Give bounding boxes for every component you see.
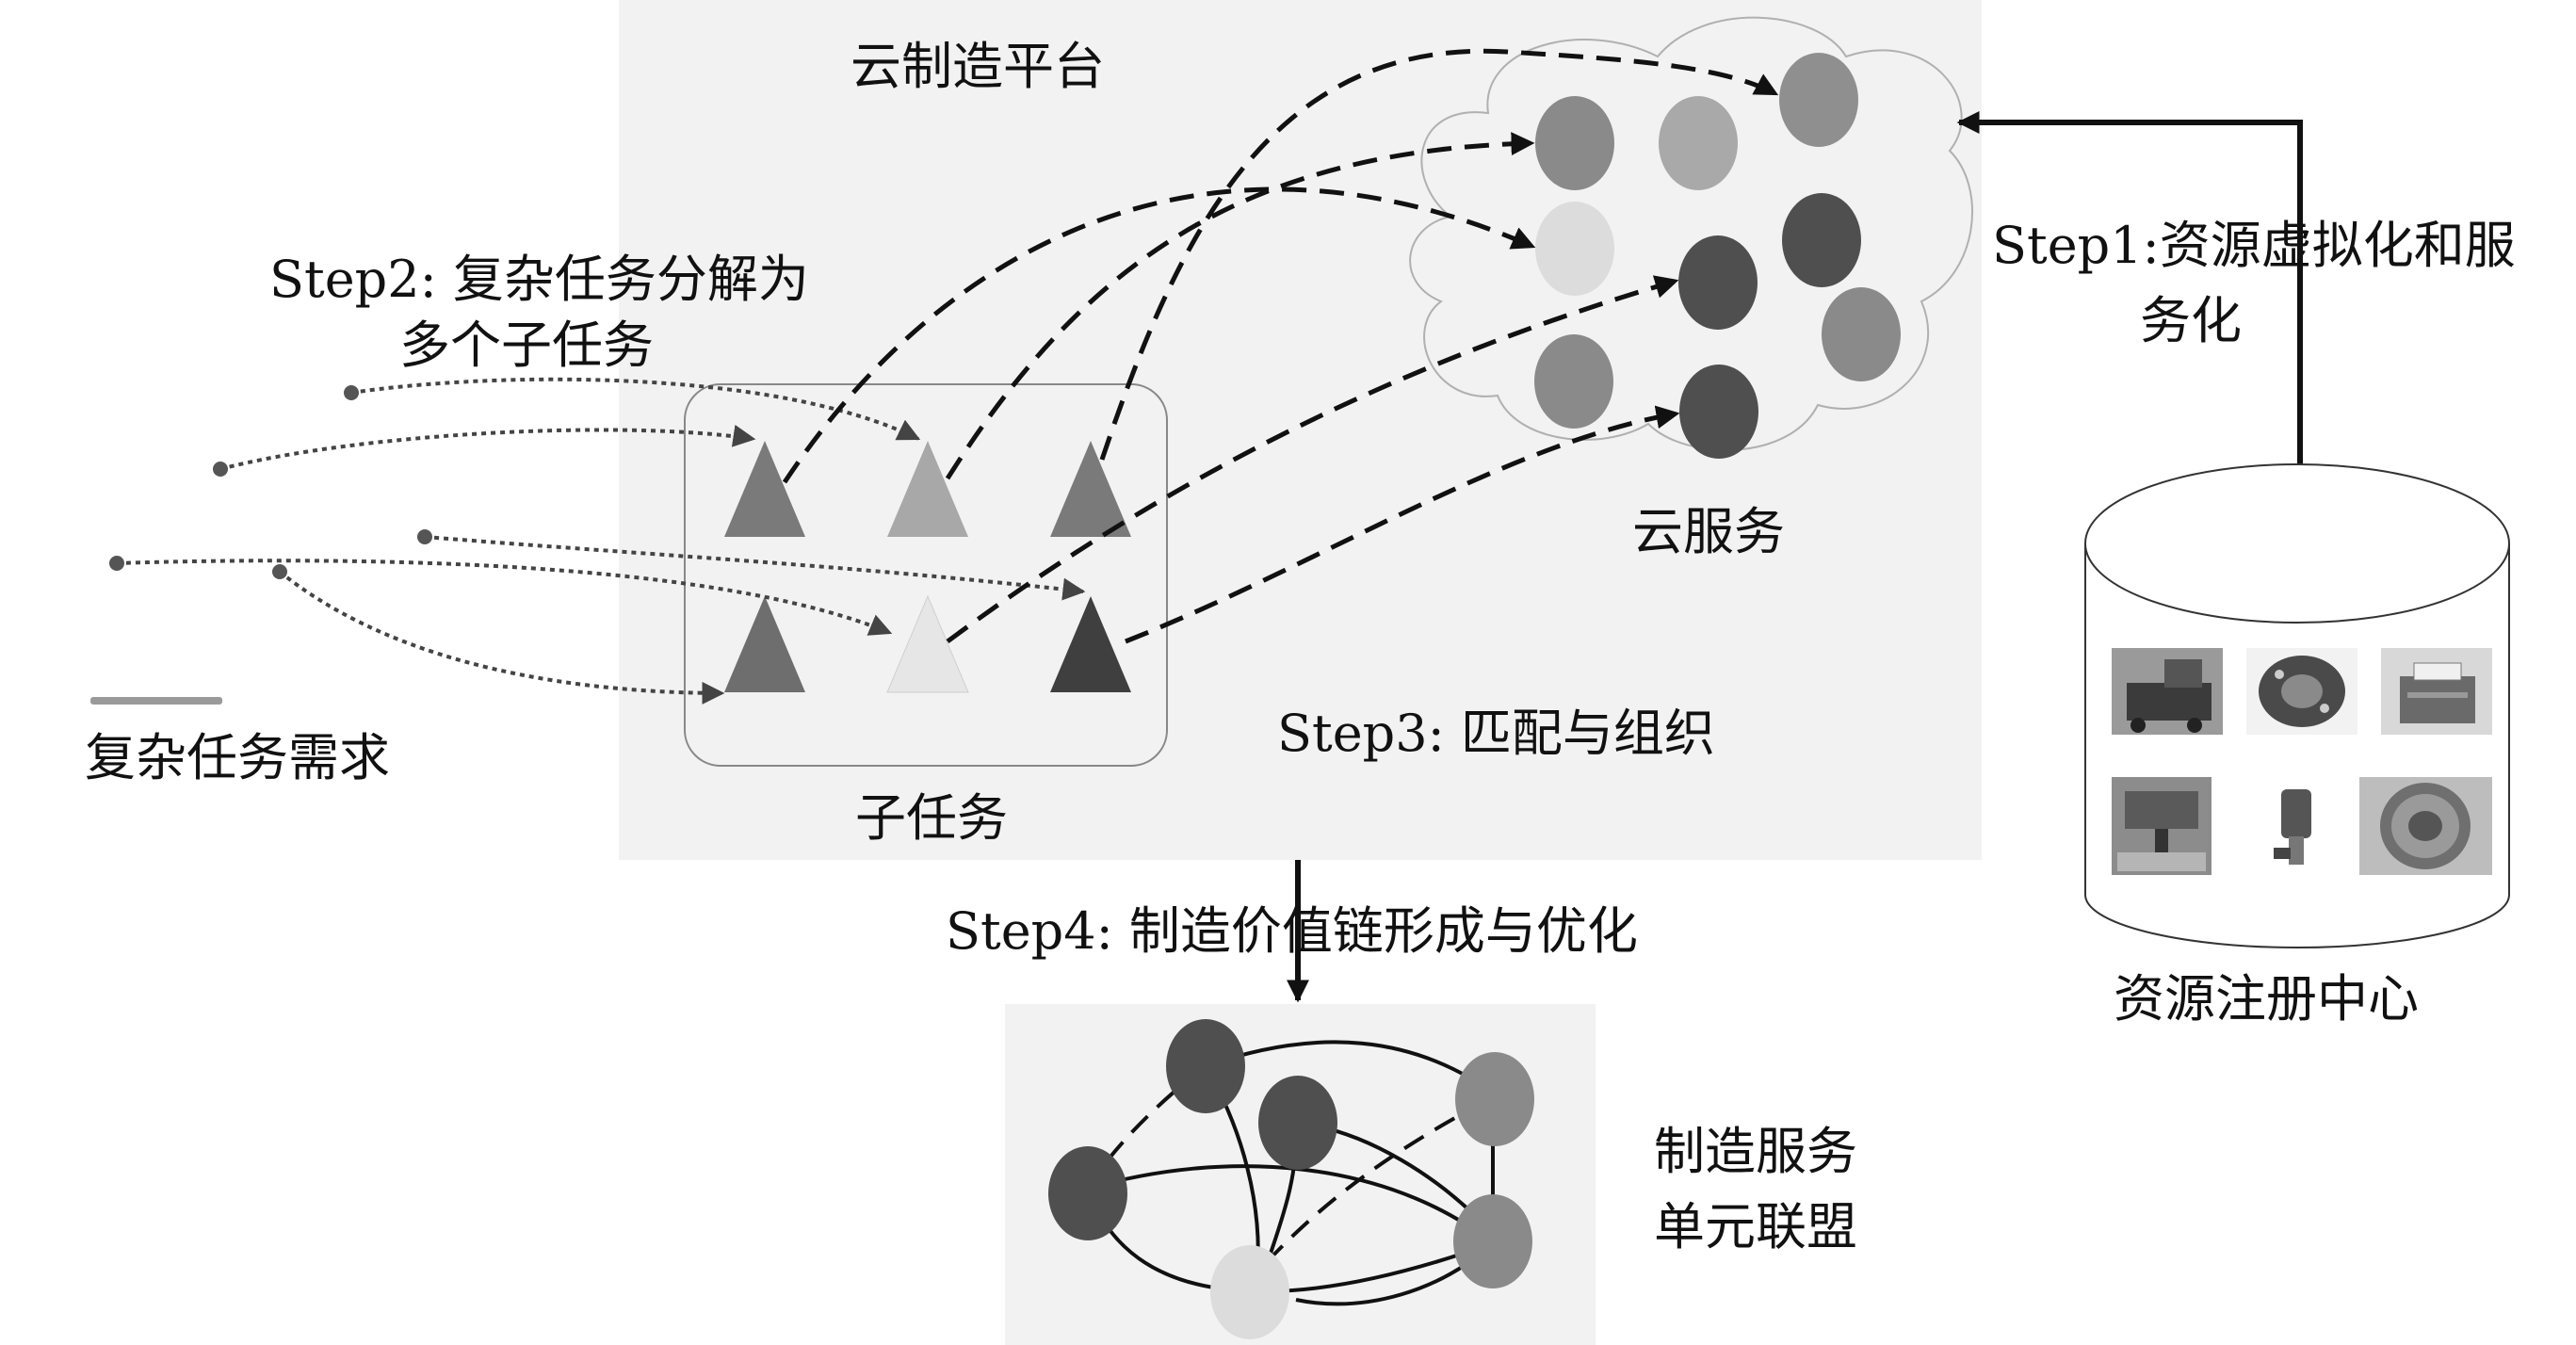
mounted-device-image (2112, 777, 2211, 875)
subtask-triangle (886, 594, 969, 693)
matching-arrow (1125, 405, 1680, 644)
lens-part-image (2359, 777, 2492, 875)
cloud-node (1779, 53, 1858, 147)
step2-label-line2: 多个子任务 (399, 316, 654, 375)
decomposition-arrow (424, 535, 1086, 601)
subtask-triangle (1050, 596, 1131, 692)
decomposition-arrow (219, 424, 756, 471)
cloud-shape (1409, 16, 1973, 451)
task-source-dot (344, 385, 359, 400)
subtask-triangle (1050, 441, 1131, 537)
matching-arrow (1099, 48, 1779, 461)
resource-images (2112, 648, 2492, 875)
platform-title: 云制造平台 (851, 37, 1105, 96)
decomposition-arrow (350, 377, 921, 441)
alliance-node (1210, 1245, 1289, 1339)
sensor-part-image (2246, 777, 2346, 875)
subtask-triangle (724, 441, 805, 537)
alliance-label-line1: 制造服务 (1654, 1122, 1857, 1181)
step1-label-line2: 务化 (2140, 291, 2242, 350)
subtask-triangle (724, 596, 805, 692)
cloud-node (1782, 193, 1861, 287)
decomposition-arrow (116, 559, 893, 636)
task-source-dot (272, 564, 287, 579)
subtask-triangle (887, 441, 968, 537)
decomposition-arrow (278, 570, 725, 705)
task-source-dot (417, 529, 432, 544)
alliance-node (1453, 1194, 1532, 1288)
alliance-node (1048, 1146, 1127, 1240)
task-source-dot (109, 556, 124, 571)
registry-label: 资源注册中心 (2114, 969, 2419, 1029)
alliance-node (1258, 1076, 1337, 1170)
alliance-link (1205, 1040, 1495, 1094)
subtask-triangles (724, 441, 1131, 693)
matching-arrows (782, 48, 1779, 644)
task-source-dot (213, 462, 228, 477)
decomposition-arrows (116, 377, 1086, 705)
cloud-node (1679, 365, 1758, 459)
subtask-label: 子任务 (855, 788, 1008, 848)
step3-label: Step3: 匹配与组织 (1277, 704, 1715, 763)
alliance-link (1265, 1095, 1494, 1264)
matching-arrow (782, 186, 1536, 484)
step4-label: Step4: 制造价值链形成与优化 (946, 901, 1638, 961)
matching-arrow (945, 132, 1535, 480)
cloud-node (1535, 202, 1614, 296)
cloud-node (1678, 235, 1758, 330)
alliance-label-line2: 单元联盟 (1654, 1197, 1857, 1256)
cloud-service-label: 云服务 (1632, 502, 1785, 561)
device-module-image (2381, 648, 2492, 735)
registry-to-cloud-arrow (1956, 111, 2303, 480)
subtask-box (684, 383, 1168, 767)
alliance-node (1166, 1019, 1245, 1113)
cloud-service-nodes (1534, 53, 1901, 459)
alliance-nodes (1048, 1019, 1534, 1339)
cloud-node (1659, 96, 1738, 190)
cloud-node (1535, 96, 1614, 190)
cloud-node (1534, 334, 1613, 429)
machine-tool-image (2112, 648, 2223, 735)
step1-label-line1: Step1:资源虚拟化和服 (1992, 216, 2516, 275)
alliance-node (1455, 1052, 1534, 1146)
task-image-fragment (90, 697, 222, 705)
complex-task-label: 复杂任务需求 (85, 728, 390, 787)
step2-label-line1: Step2: 复杂任务分解为 (269, 250, 809, 309)
circuit-board-image (2246, 648, 2357, 735)
matching-arrow (946, 275, 1679, 644)
cloud-node (1822, 287, 1901, 381)
task-source-dots (109, 385, 432, 579)
